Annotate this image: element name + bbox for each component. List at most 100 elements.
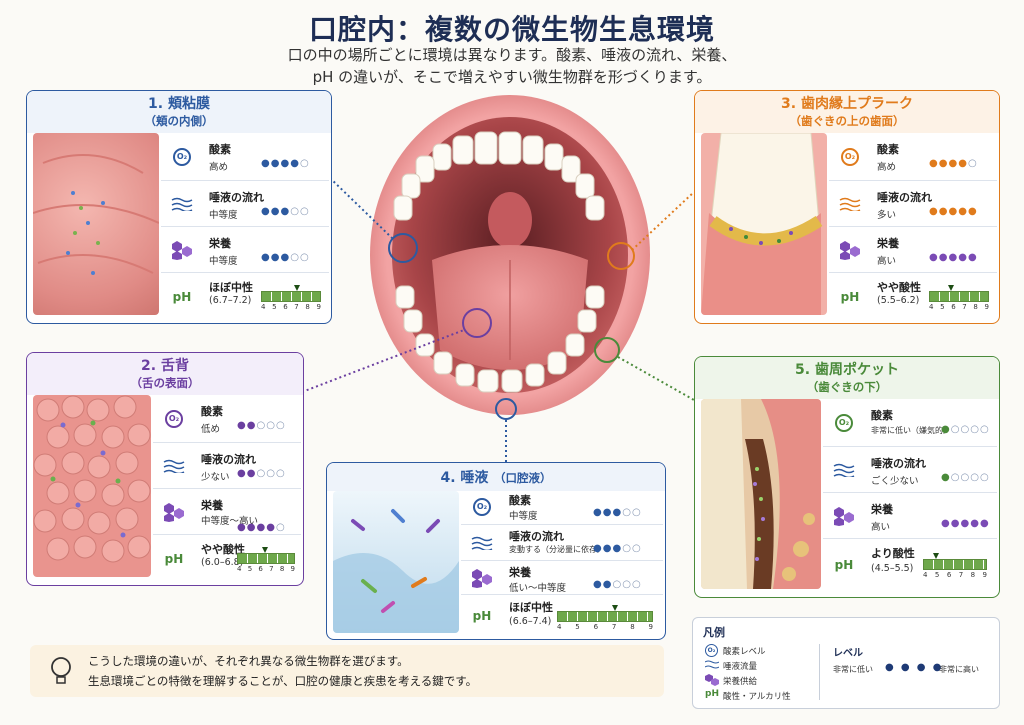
ph-icon: pH <box>172 290 192 304</box>
level-dot-filled: ● <box>593 507 603 518</box>
wave-icon <box>471 536 493 550</box>
panel-tongue-dorsum: 2. 舌背 （舌の表面） O₂ 酸素 低め ●●○○○ 唾液の流れ 少ない ●●… <box>26 352 304 586</box>
ph-tick-label: 4 <box>557 623 562 631</box>
level-dot-empty: ○ <box>631 579 642 590</box>
nutrition-level-dots: ●●●●● <box>929 252 978 263</box>
level-dot-filled: ● <box>979 518 990 529</box>
nutrition-level-dots: ●●●●○ <box>237 522 286 533</box>
level-dot-filled: ● <box>941 518 951 529</box>
saliva-level-dots: ●●●●● <box>929 206 978 217</box>
o2-value: 高め <box>209 162 229 173</box>
o2-level-dots: ●●●●○ <box>929 158 978 169</box>
panel-title: 3. 歯肉縁上プラーク <box>781 96 913 112</box>
level-dot-filled: ● <box>602 579 613 590</box>
hexagon-icon <box>172 240 192 260</box>
ph-tick-label: 6 <box>593 623 599 631</box>
o2-row: O₂ 酸素 中等度 ●●●○○ <box>461 489 663 525</box>
ph-tick-label: 4 <box>923 571 928 579</box>
nutrition-level-dots: ●●○○○ <box>593 579 642 590</box>
nutrition-label: 栄養 <box>871 503 893 516</box>
ph-tick-label: 5 <box>247 565 253 573</box>
ph-tick-label: 6 <box>283 303 288 311</box>
level-dot-filled: ● <box>237 522 247 533</box>
saliva-row: 唾液の流れ 多い ●●●●● <box>829 181 997 227</box>
panel-subtitle: （歯ぐきの下） <box>806 380 888 394</box>
subtitle-line-1: 口の中の場所ごとに環境は異なります。酸素、唾液の流れ、栄養、 <box>287 46 737 64</box>
legend-low: 非常に低い <box>833 665 873 674</box>
o2-row: O₂ 酸素 高め ●●●●○ <box>829 133 997 181</box>
level-dot-filled: ● <box>290 158 300 169</box>
hexagon-icon <box>164 502 184 522</box>
ph-tick-label: 6 <box>258 565 263 573</box>
ph-tick-label: 5 <box>575 623 580 631</box>
legend-o2: 酸素レベル <box>723 647 766 657</box>
ph-scale-bar <box>929 291 989 302</box>
wave-icon <box>705 660 719 669</box>
level-dot-empty: ○ <box>960 424 971 435</box>
page-subtitle: 口の中の場所ごとに環境は異なります。酸素、唾液の流れ、栄養、 pH の違いが、そ… <box>200 44 824 88</box>
o2-level-dots: ●●○○○ <box>237 420 286 431</box>
saliva-row: 唾液の流れ 変動する（分泌量に依存） ●●●○○ <box>461 525 663 561</box>
level-dot-filled: ● <box>593 579 603 590</box>
level-dot-filled: ● <box>950 518 961 529</box>
ph-icon: pH <box>164 552 184 566</box>
ph-tick-label: 7 <box>962 303 967 311</box>
level-dot-filled: ● <box>929 158 939 169</box>
o2-value: 高め <box>877 162 897 173</box>
ph-tick-label: 8 <box>630 623 635 631</box>
o2-value: 中等度 <box>509 511 538 522</box>
nutrition-value: 中等度〜高い <box>201 516 259 527</box>
level-dot-empty: ○ <box>960 472 971 483</box>
panel-subtitle: （歯ぐきの上の歯面） <box>789 114 905 128</box>
legend-level-title: レベル <box>833 648 863 659</box>
o2-level-dots: ●●●○○ <box>593 507 642 518</box>
ph-label: ほぼ中性 <box>509 601 553 614</box>
level-dot-empty: ○ <box>275 420 286 431</box>
level-dot-filled: ● <box>958 252 968 263</box>
ph-label: より酸性 <box>871 547 915 560</box>
periodontal-pocket-image <box>701 399 821 589</box>
level-dot-empty: ○ <box>979 472 990 483</box>
level-dot-filled: ● <box>612 507 623 518</box>
saliva-level-dots: ●○○○○ <box>941 472 990 483</box>
ph-scale-bar <box>261 291 321 302</box>
nutrition-value: 中等度 <box>209 256 238 267</box>
saliva-label: 唾液の流れ <box>209 191 264 204</box>
level-dot-filled: ● <box>929 252 939 263</box>
level-dot-filled: ● <box>270 158 281 169</box>
ph-tick-label: 6 <box>946 571 952 579</box>
page-title: 口腔内：複数の微生物生息環境 <box>308 13 715 46</box>
saliva-label: 唾液の流れ <box>877 191 932 204</box>
level-dot-filled: ● <box>938 252 949 263</box>
legend-high: 非常に高い <box>939 665 979 674</box>
ph-tick-label: 4 <box>261 303 266 311</box>
ph-marker <box>294 285 300 291</box>
saliva-image <box>333 491 459 633</box>
level-dot-empty: ○ <box>970 472 980 483</box>
level-dot-filled: ● <box>256 522 267 533</box>
ph-tick-label: 9 <box>984 303 989 311</box>
panel-subtitle: （舌の表面） <box>130 376 200 390</box>
panel-supragingival-plaque: 3. 歯肉縁上プラーク （歯ぐきの上の歯面） O₂ 酸素 高め ●●●●○ 唾液… <box>694 90 1000 324</box>
level-dot-filled: ● <box>246 522 257 533</box>
ph-tick-label: 5 <box>934 571 940 579</box>
level-dot-filled: ● <box>948 206 959 217</box>
nutrition-row: 栄養 高い ●●●●● <box>823 493 997 539</box>
level-dot-empty: ○ <box>967 158 978 169</box>
o2-icon: O₂ <box>705 644 718 657</box>
level-dot-empty: ○ <box>612 579 623 590</box>
nutrition-label: 栄養 <box>509 566 531 579</box>
ph-tick-label: 4 <box>237 565 242 573</box>
o2-label: 酸素 <box>201 405 223 418</box>
level-dot-empty: ○ <box>631 507 642 518</box>
ph-tick-label: 9 <box>982 571 987 579</box>
level-dot-filled: ● <box>960 518 971 529</box>
ph-tick-label: 7 <box>958 571 964 579</box>
ph-icon: pH <box>834 558 854 572</box>
o2-value: 非常に低い（嫌気的） <box>871 426 951 435</box>
o2-level-dots: ●●●●○ <box>261 158 310 169</box>
